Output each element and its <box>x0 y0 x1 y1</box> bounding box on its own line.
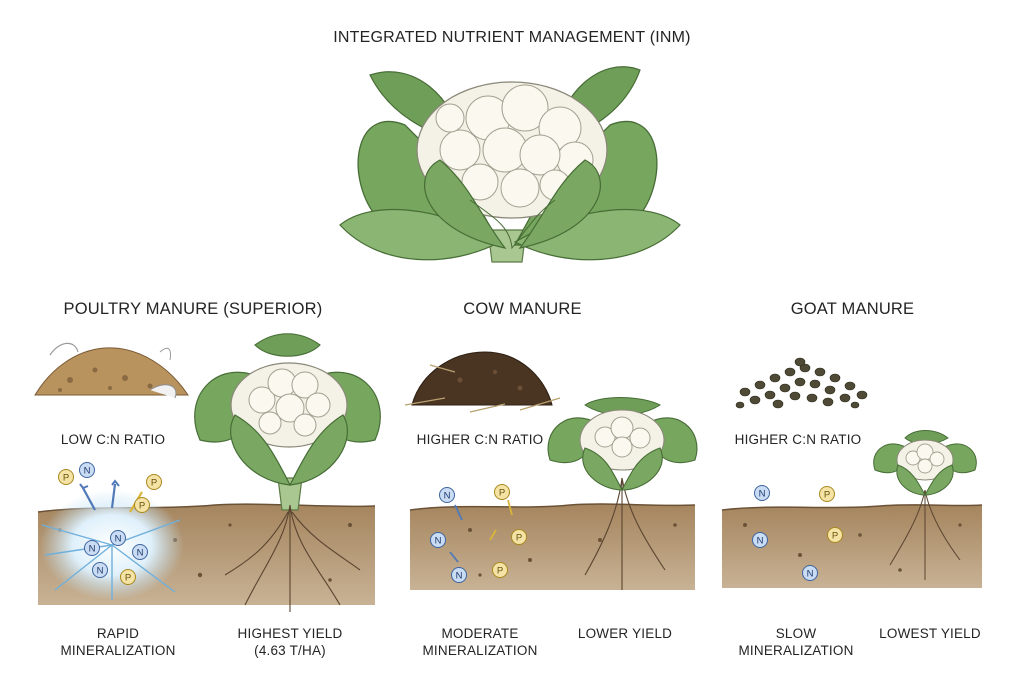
svg-text:P: P <box>151 478 157 489</box>
poultry-cn-ratio: LOW C:N RATIO <box>60 432 166 447</box>
nitrogen-badge: N <box>110 530 126 546</box>
svg-text:N: N <box>137 548 144 559</box>
goat-manure-pellets <box>735 357 868 409</box>
svg-text:P: P <box>139 501 145 512</box>
svg-text:N: N <box>456 571 463 582</box>
svg-text:N: N <box>759 489 766 500</box>
poultry-yield: HIGHEST YIELD(4.63 T/HA) <box>237 626 343 658</box>
nitrogen-badge: N <box>92 562 108 578</box>
cow-header: COW MANURE <box>463 300 582 318</box>
svg-text:N: N <box>89 544 96 555</box>
poultry-manure-pile <box>34 342 189 399</box>
nitrogen-badge: N <box>132 544 148 560</box>
nitrogen-badge: N <box>84 540 100 556</box>
svg-text:P: P <box>499 488 505 499</box>
nitrogen-badge: N <box>752 532 768 548</box>
poultry-plant-illustration <box>194 333 381 612</box>
svg-text:N: N <box>807 569 814 580</box>
cow-plant-illustration <box>547 397 698 590</box>
svg-text:N: N <box>84 466 91 477</box>
goat-cn-ratio: HIGHER C:N RATIO <box>734 432 862 447</box>
phosphorus-badge: P <box>134 497 150 513</box>
svg-text:P: P <box>516 533 522 544</box>
svg-text:P: P <box>497 566 503 577</box>
cow-manure-pile <box>404 351 561 413</box>
phosphorus-badge: P <box>120 569 136 585</box>
svg-text:N: N <box>444 491 451 502</box>
svg-text:P: P <box>832 531 838 542</box>
diagram-title: INTEGRATED NUTRIENT MANAGEMENT (INM) <box>333 29 691 46</box>
phosphorus-badge: P <box>827 527 843 543</box>
phosphorus-badge: P <box>492 562 508 578</box>
svg-text:P: P <box>125 573 131 584</box>
svg-text:P: P <box>63 473 69 484</box>
goat-soil <box>721 504 983 588</box>
phosphorus-badge: P <box>494 484 510 500</box>
svg-text:N: N <box>115 534 122 545</box>
nitrogen-badge: N <box>439 487 455 503</box>
cow-cn-ratio: HIGHER C:N RATIO <box>416 432 544 447</box>
goat-yield: LOWEST YIELD <box>879 626 981 641</box>
nitrogen-badge: N <box>802 565 818 581</box>
rapid-release-burst <box>40 479 184 600</box>
cow-soil <box>409 499 696 590</box>
poultry-header: POULTRY MANURE (SUPERIOR) <box>63 300 323 318</box>
nitrogen-badge: N <box>430 532 446 548</box>
nitrogen-badge: N <box>451 567 467 583</box>
goat-header: GOAT MANURE <box>790 300 915 318</box>
phosphorus-badge: P <box>58 469 74 485</box>
svg-text:N: N <box>435 536 442 547</box>
goat-plant-illustration <box>873 430 977 580</box>
svg-text:N: N <box>757 536 764 547</box>
nitrogen-badge: N <box>754 485 770 501</box>
phosphorus-badge: P <box>146 474 162 490</box>
svg-text:P: P <box>824 490 830 501</box>
cow-yield: LOWER YIELD <box>577 626 673 641</box>
nitrogen-badge: N <box>79 462 95 478</box>
main-cauliflower-illustration <box>339 66 681 263</box>
svg-text:N: N <box>97 566 104 577</box>
phosphorus-badge: P <box>511 529 527 545</box>
phosphorus-badge: P <box>819 486 835 502</box>
